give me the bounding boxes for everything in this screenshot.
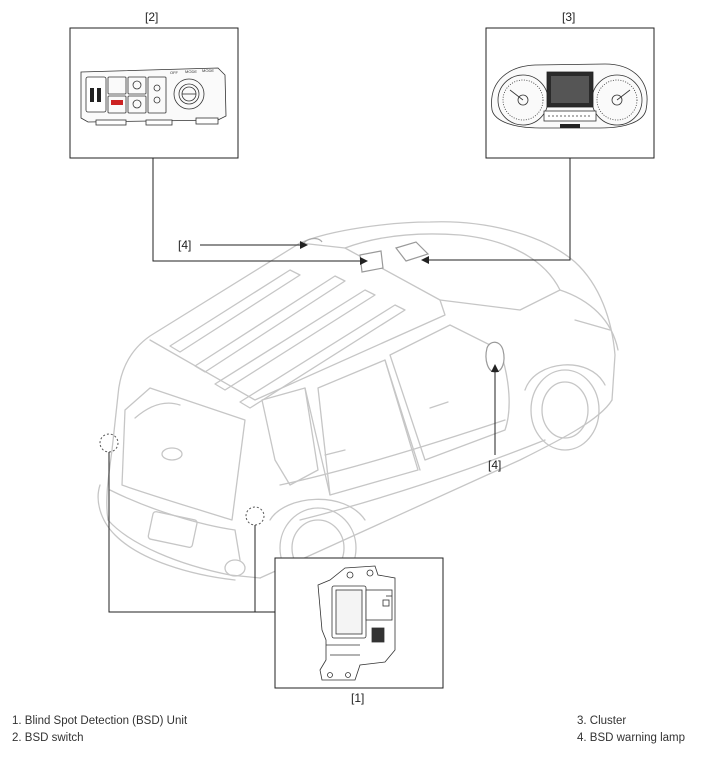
bsd-unit-module [317, 565, 396, 681]
arrowheads [300, 241, 499, 372]
bsd-switch-panel [80, 67, 227, 126]
leader-lines [108, 158, 571, 613]
switch-label-off: OFF [170, 70, 179, 75]
legend-item-4: 4. BSD warning lamp [577, 732, 686, 744]
cluster-marker [394, 241, 430, 262]
callout-warning-lamp-left: [4] [178, 238, 192, 252]
callout-bsd-switch: [2] [145, 10, 159, 24]
instrument-cluster [491, 63, 648, 129]
bsd-component-location-diagram: OFF MODE MODE [69, 27, 655, 689]
switch-label-mode-1: MODE [185, 69, 197, 74]
bsd-sensor-right [245, 506, 265, 526]
legend-item-2: 2. BSD switch [12, 732, 84, 744]
callout-bsd-unit: [1] [351, 691, 365, 705]
callout-cluster: [3] [562, 10, 576, 24]
vehicle-outline [97, 221, 619, 589]
legend-right: 3. Cluster 4. BSD warning lamp [577, 713, 685, 747]
legend-left: 1. Blind Spot Detection (BSD) Unit 2. BS… [12, 713, 187, 747]
callout-warning-lamp-right: [4] [488, 458, 502, 472]
bsd-switch-mode-labels: OFF MODE MODE [170, 68, 214, 75]
bsd-switch-marker [359, 250, 384, 273]
switch-label-mode-2: MODE [202, 68, 214, 73]
legend-item-3: 3. Cluster [577, 715, 627, 727]
side-mirror [485, 341, 505, 373]
legend-item-1: 1. Blind Spot Detection (BSD) Unit [12, 715, 188, 727]
bsd-sensor-left [99, 433, 119, 453]
